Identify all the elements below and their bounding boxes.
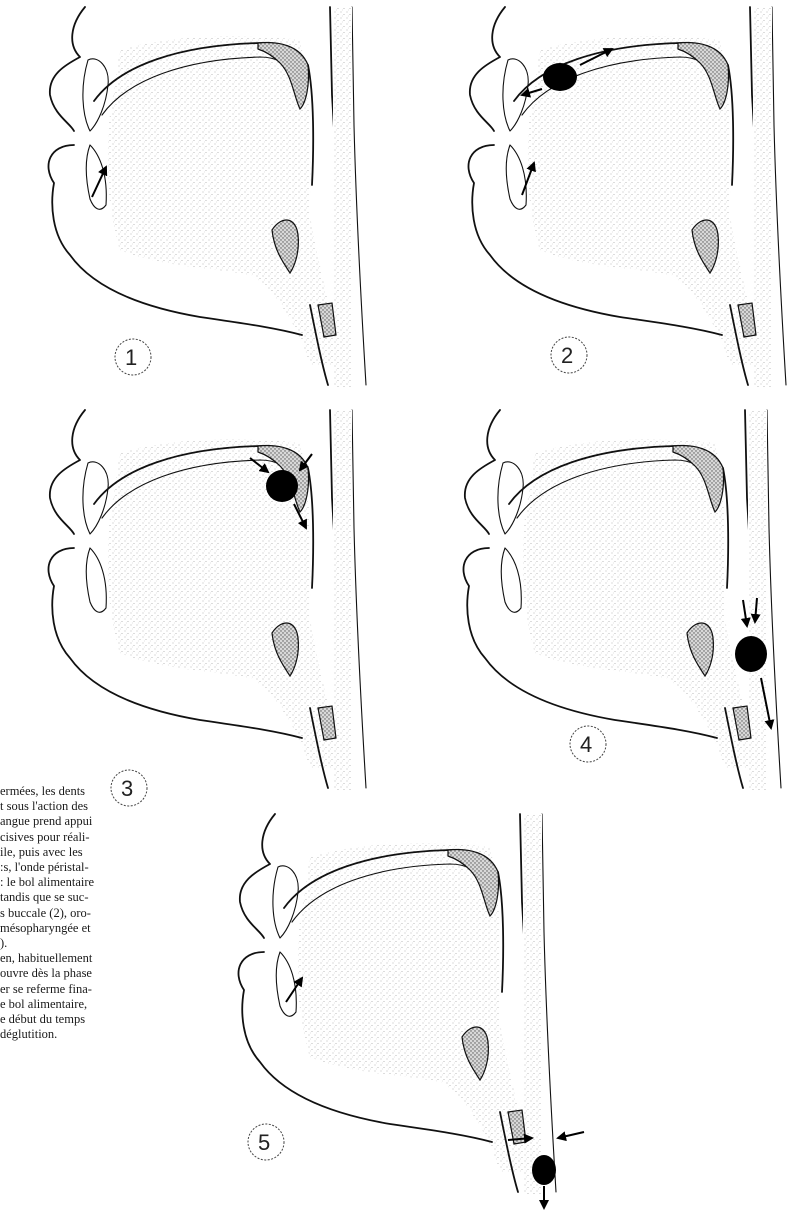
caption-line: :s, l'onde péristal-: [0, 860, 89, 874]
caption-line: ermées, les dents: [0, 784, 85, 798]
caption-paragraph-2: en, habituellement ouvre dès la phase er…: [0, 951, 208, 1042]
panel-1-number: 1: [125, 345, 137, 370]
panel-2-number: 2: [561, 343, 573, 368]
panel-5-number: 5: [258, 1130, 270, 1155]
figure-caption: ermées, les dents t sous l'action des an…: [0, 784, 208, 1042]
caption-line: ouvre dès la phase: [0, 966, 92, 980]
caption-line: er se referme fina-: [0, 982, 92, 996]
caption-line: e début du temps: [0, 1012, 85, 1026]
panel-4-number: 4: [580, 732, 592, 757]
caption-paragraph-1: ermées, les dents t sous l'action des an…: [0, 784, 208, 951]
food-bolus: [735, 636, 767, 672]
caption-line: s buccale (2), oro-: [0, 906, 91, 920]
caption-line: mésopharyngée et: [0, 921, 91, 935]
panel-1: 1: [48, 7, 366, 387]
food-bolus: [532, 1155, 556, 1185]
caption-line: cisives pour réali-: [0, 830, 90, 844]
caption-line: ile, puis avec les: [0, 845, 83, 859]
caption-line: e bol alimentaire,: [0, 997, 87, 1011]
panel-5: 5: [238, 814, 584, 1208]
food-bolus: [543, 63, 577, 91]
caption-line: en, habituellement: [0, 951, 92, 965]
caption-line: angue prend appui: [0, 814, 92, 828]
caption-line: ).: [0, 936, 7, 950]
panel-3: 3: [48, 410, 366, 806]
caption-line: : le bol alimentaire: [0, 875, 94, 889]
caption-line: tandis que se suc-: [0, 890, 89, 904]
food-bolus: [266, 470, 298, 502]
panel-4: 4: [463, 410, 781, 790]
caption-line: déglutition.: [0, 1027, 57, 1041]
panel-2: 2: [468, 7, 786, 387]
caption-line: t sous l'action des: [0, 799, 88, 813]
